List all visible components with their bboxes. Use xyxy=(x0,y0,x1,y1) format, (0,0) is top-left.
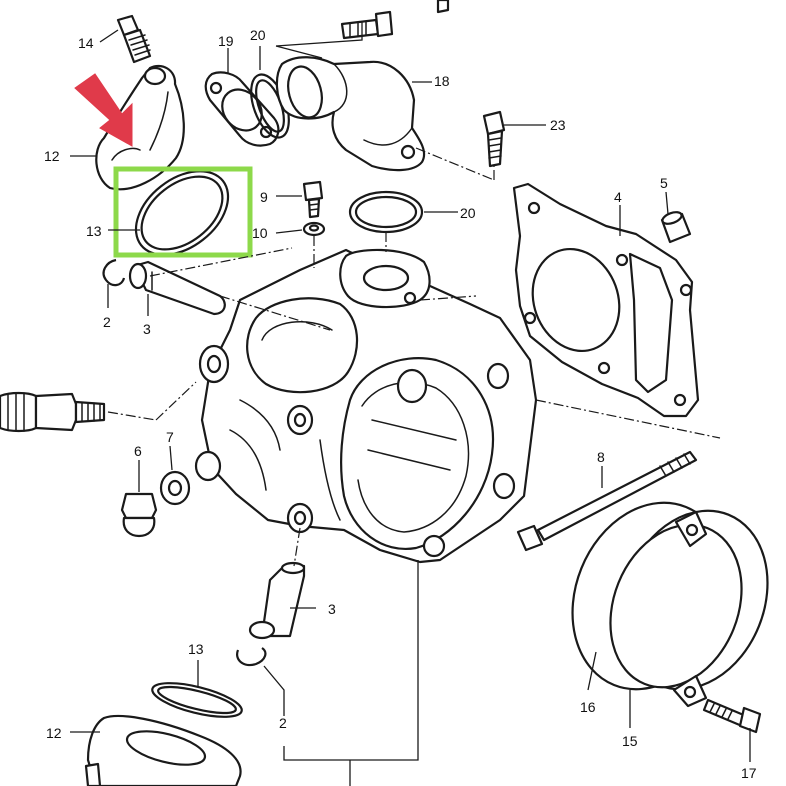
callout-9: 9 xyxy=(260,189,268,205)
bolt-17 xyxy=(702,698,762,734)
callout-8: 8 xyxy=(597,449,605,465)
valve-guide-3-bottom xyxy=(248,561,306,640)
bolt-14 xyxy=(116,14,152,64)
washer-7 xyxy=(159,470,191,506)
cover-15 xyxy=(609,509,769,708)
callout-5: 5 xyxy=(660,175,668,191)
red-pointer-arrow xyxy=(74,73,133,147)
long-bolt-8 xyxy=(516,450,698,552)
dowel-pin-5 xyxy=(660,211,692,244)
washer-10 xyxy=(302,221,326,237)
callout-17: 17 xyxy=(741,765,757,781)
callout-13-bottom: 13 xyxy=(188,641,204,657)
cylinder-head xyxy=(194,248,538,564)
highlight-box xyxy=(113,166,253,258)
bolt-top-edge xyxy=(340,0,450,40)
leader-lines xyxy=(70,22,751,786)
callout-23: 23 xyxy=(550,117,566,133)
callout-10: 10 xyxy=(252,225,268,241)
callout-12-top: 12 xyxy=(44,148,60,164)
callout-15: 15 xyxy=(622,733,638,749)
callout-12-bottom: 12 xyxy=(46,725,62,741)
callout-6: 6 xyxy=(134,443,142,459)
callout-3-top: 3 xyxy=(143,321,151,337)
callout-18: 18 xyxy=(434,73,450,89)
circlip-2-bottom xyxy=(236,647,267,667)
bolt-23 xyxy=(482,110,506,168)
water-outlet-12-bottom xyxy=(84,714,242,786)
o-ring-13-top xyxy=(134,170,230,256)
head-gasket-4 xyxy=(512,182,700,418)
callout-numbers: 14 19 20 18 23 12 13 9 10 20 4 5 2 3 6 7… xyxy=(44,27,757,781)
spark-plug xyxy=(0,391,106,433)
callout-3-bottom: 3 xyxy=(328,601,336,617)
callout-19: 19 xyxy=(218,33,234,49)
cap-nut-6 xyxy=(120,492,158,538)
callout-13-top: 13 xyxy=(86,223,102,239)
assembly-lines xyxy=(107,147,721,567)
callout-7: 7 xyxy=(166,429,174,445)
callout-20-middle: 20 xyxy=(460,205,476,221)
circlip-2-top xyxy=(102,258,126,287)
intake-pipe-18 xyxy=(275,56,426,172)
callout-14: 14 xyxy=(78,35,94,51)
callout-2-top: 2 xyxy=(103,314,111,330)
callout-4: 4 xyxy=(614,189,622,205)
o-ring-20-middle xyxy=(348,190,424,234)
callout-2-bottom: 2 xyxy=(279,715,287,731)
valve-guide-3-top xyxy=(128,260,226,316)
bolt-9 xyxy=(302,180,324,219)
o-ring-13-bottom xyxy=(151,682,243,718)
callout-16: 16 xyxy=(580,699,596,715)
callout-20-top: 20 xyxy=(250,27,266,43)
